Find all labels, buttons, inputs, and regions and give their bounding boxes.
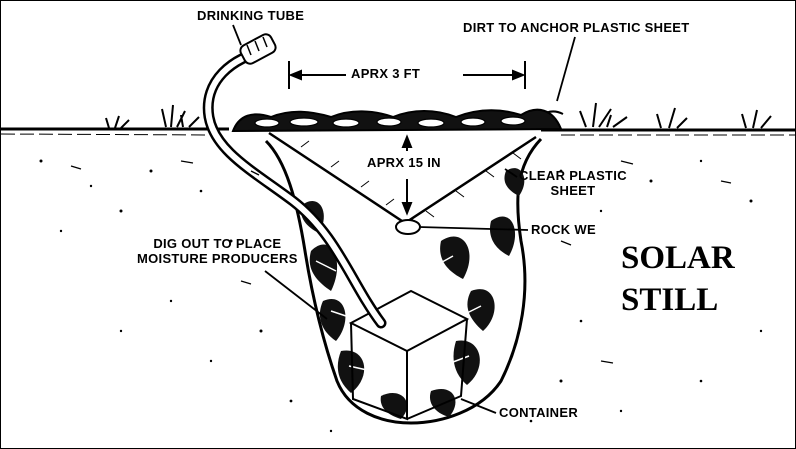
label-rock: ROCK WE xyxy=(531,223,596,238)
title-line1: SOLAR xyxy=(621,237,735,279)
drinking-tube-tip xyxy=(238,32,277,66)
label-dig-out-line1: DIG OUT TO PLACE xyxy=(137,237,298,252)
label-container: CONTAINER xyxy=(499,406,578,421)
title-line2: STILL xyxy=(621,279,735,321)
label-dirt-anchor: DIRT TO ANCHOR PLASTIC SHEET xyxy=(463,21,690,36)
label-plastic-sheet-line1: CLEAR PLASTIC xyxy=(519,169,627,184)
label-dig-out-line2: MOISTURE PRODUCERS xyxy=(137,252,298,267)
label-depth: APRX 15 IN xyxy=(367,156,441,171)
label-plastic-sheet: CLEAR PLASTIC SHEET xyxy=(519,169,627,199)
hole-outline xyxy=(266,139,541,423)
label-plastic-sheet-line2: SHEET xyxy=(519,184,627,199)
label-width: APRX 3 FT xyxy=(351,67,420,82)
ground-line-shadow xyxy=(1,134,795,135)
label-drinking-tube: DRINKING TUBE xyxy=(197,9,304,24)
diagram-title: SOLAR STILL xyxy=(621,237,735,321)
rock-weight xyxy=(396,220,420,234)
label-dig-out: DIG OUT TO PLACE MOISTURE PRODUCERS xyxy=(137,237,298,267)
